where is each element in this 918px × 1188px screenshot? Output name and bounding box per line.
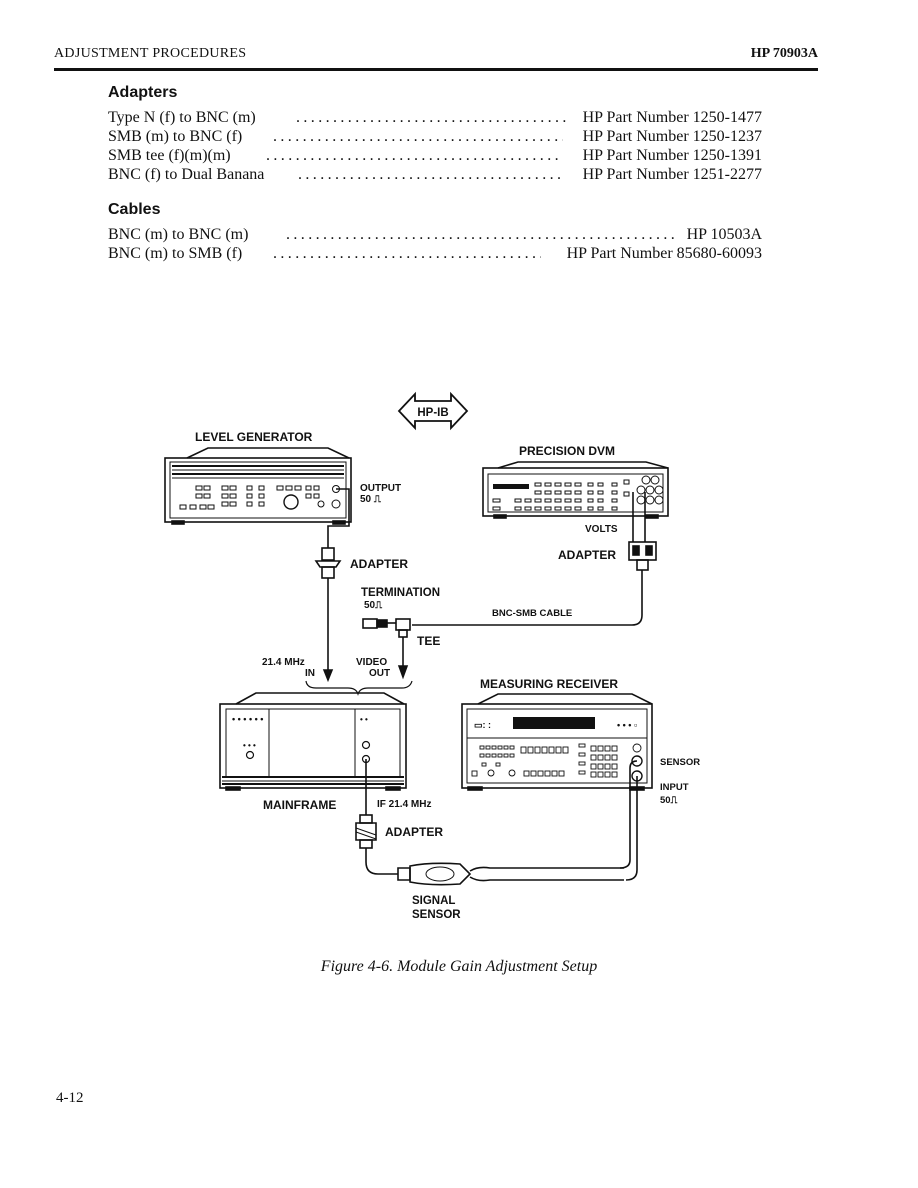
generator-adapter-label: ADAPTER: [350, 557, 408, 571]
cable-part: HP Part Number 85680-60093: [566, 245, 762, 262]
video-out-label: VIDEO: [356, 657, 387, 668]
adapter-part: HP Part Number 1251-2277: [582, 166, 762, 183]
page-number: 4-12: [56, 1090, 84, 1106]
adapter-name: Type N (f) to BNC (m): [108, 109, 256, 126]
adapters-heading: Adapters: [108, 84, 178, 101]
mainframe-label: MAINFRAME: [263, 798, 336, 812]
termination-tee: TERMINATION 50⎍ TEE: [361, 587, 440, 680]
if-label: IF 21.4 MHz: [377, 799, 431, 810]
adapter-row: Type N (f) to BNC (m) ..................…: [108, 108, 762, 127]
hpib-label: HP-IB: [417, 407, 448, 419]
measuring-receiver-label: MEASURING RECEIVER: [480, 677, 618, 691]
running-header-model: HP 70903A: [750, 46, 818, 61]
leader-dots: ........................................…: [286, 226, 674, 243]
cable-name: BNC (m) to SMB (f): [108, 245, 243, 262]
svg-text:• •: • •: [360, 715, 368, 724]
level-generator: LEVEL GENERATOR OUTPUT 50 ⎍: [164, 430, 401, 548]
adapter-row: SMB tee (f)(m)(m) ......................…: [108, 146, 762, 165]
dvm-adapter: ADAPTER: [558, 541, 657, 571]
running-header-section: ADJUSTMENT PROCEDURES: [54, 46, 247, 61]
cable-row: BNC (m) to BNC (m) .....................…: [108, 225, 762, 244]
hpib-arrow: HP-IB: [397, 391, 469, 431]
leader-dots: ........................................…: [266, 147, 563, 164]
cable-row: BNC (m) to SMB (f) .....................…: [108, 244, 762, 263]
svg-text:• • • • • •: • • • • • •: [232, 714, 263, 724]
termination-impedance: 50⎍: [364, 600, 383, 611]
sensor-label: SENSOR: [660, 757, 700, 768]
mainframe-brace: [305, 680, 413, 696]
measuring-receiver: MEASURING RECEIVER ▭: : • • • ▫ SENSOR: [461, 677, 700, 881]
adapter-part: HP Part Number 1250-1391: [582, 147, 762, 164]
tee-label: TEE: [417, 634, 440, 648]
leader-dots: ........................................: [273, 245, 541, 262]
mainframe-adapter-label: ADAPTER: [385, 825, 443, 839]
adapter-row: BNC (f) to Dual Banana .................…: [108, 165, 762, 184]
svg-text:• • •: • • •: [243, 741, 256, 750]
svg-text:▭: :: ▭: :: [474, 720, 491, 730]
adapter-name: SMB (m) to BNC (f): [108, 128, 243, 145]
video-out-label-2: OUT: [369, 668, 390, 679]
output-impedance: 50 ⎍: [360, 494, 382, 505]
signal-sensor: SIGNAL SENSOR: [397, 862, 624, 921]
level-generator-label: LEVEL GENERATOR: [195, 430, 313, 444]
adapter-name: BNC (f) to Dual Banana: [108, 166, 265, 183]
cable-part: HP 10503A: [686, 226, 762, 243]
leader-dots: .......................................: [298, 166, 560, 183]
generator-adapter: ADAPTER: [314, 547, 408, 683]
mainframe: • • • • • • • • • • • MAINFRAME IF 21.4 …: [219, 692, 431, 815]
input-impedance: 50⎍: [660, 795, 678, 806]
adapter-part: HP Part Number 1250-1477: [582, 109, 762, 126]
mainframe-adapter: ADAPTER: [355, 814, 443, 875]
mhz-in-label: 21.4 MHz: [262, 657, 305, 668]
svg-text:• • • ▫: • • • ▫: [617, 720, 637, 730]
input-label: INPUT: [660, 782, 689, 793]
dvm-adapter-label: ADAPTER: [558, 548, 616, 562]
header-rule: [54, 68, 818, 71]
adapter-row: SMB (m) to BNC (f) .....................…: [108, 127, 762, 146]
precision-dvm-label: PRECISION DVM: [519, 444, 615, 458]
bnc-smb-cable: [412, 570, 643, 626]
mhz-in-label-2: IN: [305, 668, 315, 679]
output-label: OUTPUT: [360, 483, 401, 494]
signal-sensor-label: SIGNAL: [412, 895, 455, 907]
precision-dvm: PRECISION DVM VOLTS: [482, 444, 669, 542]
cable-name: BNC (m) to BNC (m): [108, 226, 249, 243]
cables-heading: Cables: [108, 201, 161, 218]
adapter-part: HP Part Number 1250-1237: [582, 128, 762, 145]
adapter-name: SMB tee (f)(m)(m): [108, 147, 231, 164]
volts-label: VOLTS: [585, 524, 618, 535]
signal-sensor-label-2: SENSOR: [412, 909, 461, 921]
termination-label: TERMINATION: [361, 587, 440, 599]
leader-dots: ........................................…: [273, 128, 563, 145]
bnc-smb-cable-label: BNC-SMB CABLE: [492, 608, 572, 619]
figure-caption: Figure 4-6. Module Gain Adjustment Setup: [320, 958, 598, 975]
leader-dots: ........................................…: [296, 109, 566, 126]
